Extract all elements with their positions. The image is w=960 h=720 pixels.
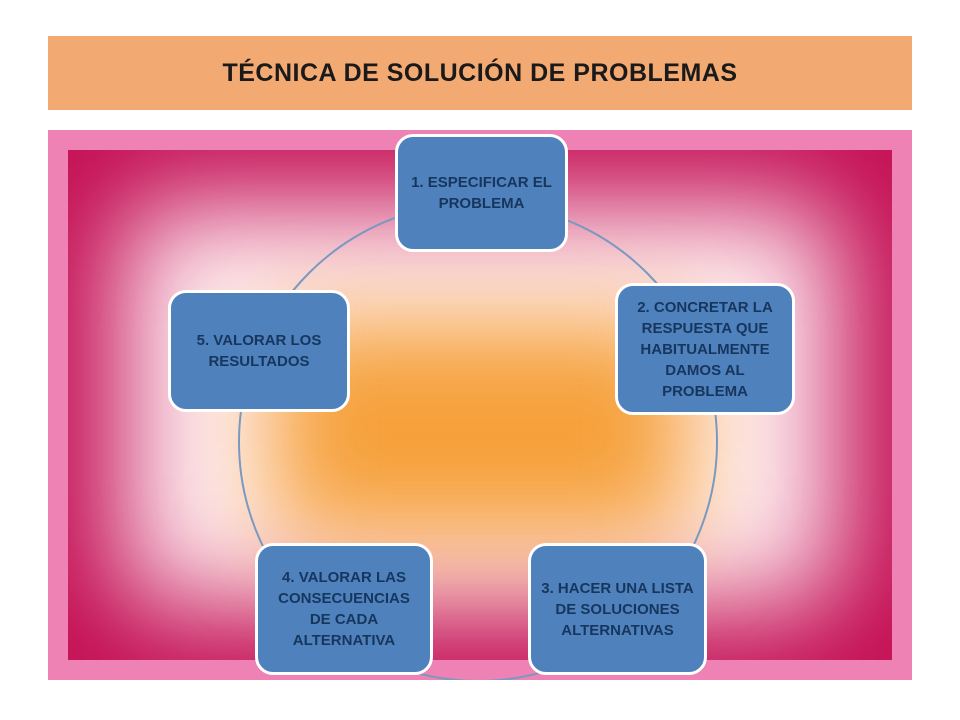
step-box-1: 1. ESPECIFICAR EL PROBLEMA (395, 134, 568, 252)
slide-title: TÉCNICA DE SOLUCIÓN DE PROBLEMAS (222, 58, 738, 87)
step-box-5: 5. VALORAR LOS RESULTADOS (168, 290, 350, 412)
step-box-4: 4. VALORAR LAS CONSECUENCIAS DE CADA ALT… (255, 543, 433, 675)
cycle-diagram: 1. ESPECIFICAR EL PROBLEMA 2. CONCRETAR … (48, 130, 912, 680)
step-box-2: 2. CONCRETAR LA RESPUESTA QUE HABITUALME… (615, 283, 795, 415)
title-banner: TÉCNICA DE SOLUCIÓN DE PROBLEMAS (48, 36, 912, 110)
step-box-3: 3. HACER UNA LISTA DE SOLUCIONES ALTERNA… (528, 543, 707, 675)
